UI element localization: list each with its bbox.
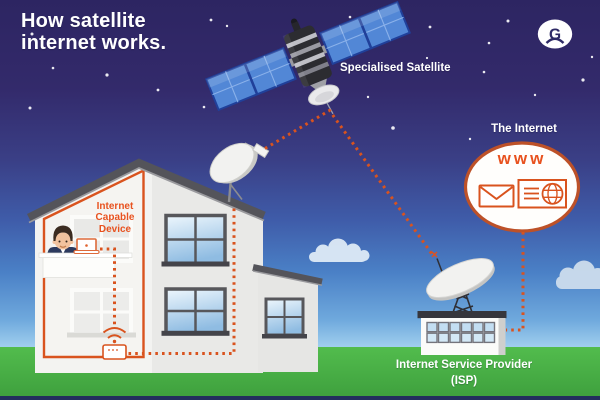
house-icon [27, 142, 323, 373]
internet-hub [463, 141, 581, 233]
link-laptop-router [100, 247, 116, 328]
link-router-dish [128, 206, 236, 355]
laptop-icon [73, 238, 100, 255]
device-label-line-1: Internet [96, 201, 134, 212]
globe-page-icon [517, 179, 567, 209]
envelope-icon [478, 184, 515, 208]
link-satellite-dishes [264, 108, 435, 257]
extension-window [262, 297, 307, 339]
title-line-2: internet works. [21, 31, 167, 54]
isp-label: Internet Service Provider (ISP) [362, 358, 566, 389]
isp-building-icon [417, 251, 507, 355]
satellite-label: Specialised Satellite [340, 62, 451, 74]
page-title: How satellite internet works. [21, 10, 167, 54]
isp-side-wall [498, 318, 506, 355]
extension-roof [252, 264, 323, 286]
isp-roof [417, 311, 507, 319]
exterior-window-lower [161, 287, 230, 336]
cloud [556, 260, 600, 289]
exterior-window-upper [161, 213, 230, 267]
desk [38, 252, 133, 278]
house-roof [27, 158, 266, 223]
solar-panel-right [319, 0, 411, 66]
title-line-1: How satellite [21, 10, 146, 32]
logo-arc [545, 37, 565, 44]
satellite-dish-icon [209, 142, 270, 203]
isp-dish-icon [426, 258, 495, 301]
isp-label-line-2: (ISP) [450, 374, 478, 387]
bottom-strip [0, 396, 600, 400]
isp-windows [426, 321, 496, 344]
signal-links [100, 108, 525, 355]
satellite-body [282, 18, 340, 115]
signal-spark-icon [431, 251, 438, 258]
g-logo: G [537, 19, 573, 49]
wifi-icon [102, 327, 127, 344]
device-label: Internet Capable Device [73, 201, 157, 235]
www-text: www [497, 149, 547, 168]
internet-label: The Internet [491, 123, 557, 135]
interior-window-lower [67, 288, 136, 338]
cloud [309, 238, 370, 262]
link-internet-isp [506, 232, 525, 332]
isp-label-line-1: Internet Service Provider [395, 359, 533, 371]
router-icon [102, 344, 127, 360]
solar-panel-left [205, 46, 297, 112]
device-label-line-2: Capable [95, 212, 135, 224]
satellite-icon [205, 0, 411, 115]
device-label-line-3: Device [98, 223, 132, 235]
